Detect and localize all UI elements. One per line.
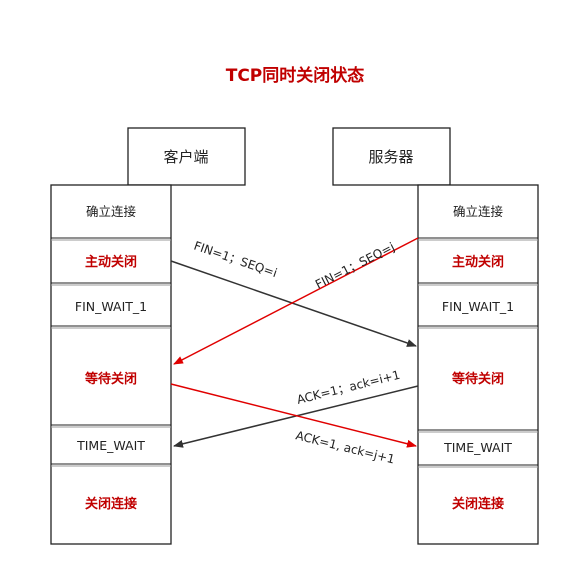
diagram-title: TCP同时关闭状态 (226, 65, 365, 86)
client-state-fin-wait-1: FIN_WAIT_1 (75, 299, 147, 314)
server-fin-label: FIN=1；SEQ=j (313, 240, 397, 292)
client-header-box (127, 127, 246, 186)
server-state-box (417, 184, 539, 545)
server-header-label: 服务器 (368, 148, 413, 166)
client-state-active-close: 主动关闭 (85, 254, 137, 270)
server-state-closed: 关闭连接 (452, 496, 504, 512)
client-state-closing: 等待关闭 (84, 371, 137, 387)
client-state-closed: 关闭连接 (85, 496, 137, 512)
server-fin-arrow (173, 237, 419, 365)
client-ack-arrow (170, 383, 417, 448)
server-ack-label: ACK=1；ack=i+1 (295, 368, 401, 407)
server-state-active-close: 主动关闭 (452, 254, 504, 270)
client-state-established: 确立连接 (86, 204, 137, 219)
server-header: 服务器 (332, 127, 451, 186)
server-state-closing: 等待关闭 (451, 371, 504, 387)
client-header: 客户端 (127, 127, 246, 186)
client-fin-label: FIN=1；SEQ=i (192, 239, 279, 281)
client-header-label: 客户端 (163, 148, 208, 166)
client-fin-arrow (170, 260, 417, 347)
server-state-fin-wait-1: FIN_WAIT_1 (442, 299, 514, 314)
server-state-time-wait: TIME_WAIT (443, 440, 512, 455)
server-header-box (332, 127, 451, 186)
client-state-box (50, 184, 172, 545)
client-state-time-wait: TIME_WAIT (76, 438, 145, 453)
server-state-column: 确立连接 主动关闭 FIN_WAIT_1 等待关闭 TIME_WAIT 关闭连接 (417, 184, 539, 545)
client-state-column: 确立连接 主动关闭 FIN_WAIT_1 等待关闭 TIME_WAIT 关闭连接 (50, 184, 172, 545)
server-state-established: 确立连接 (453, 204, 504, 219)
client-ack-label: ACK=1, ack=j+1 (294, 428, 396, 466)
